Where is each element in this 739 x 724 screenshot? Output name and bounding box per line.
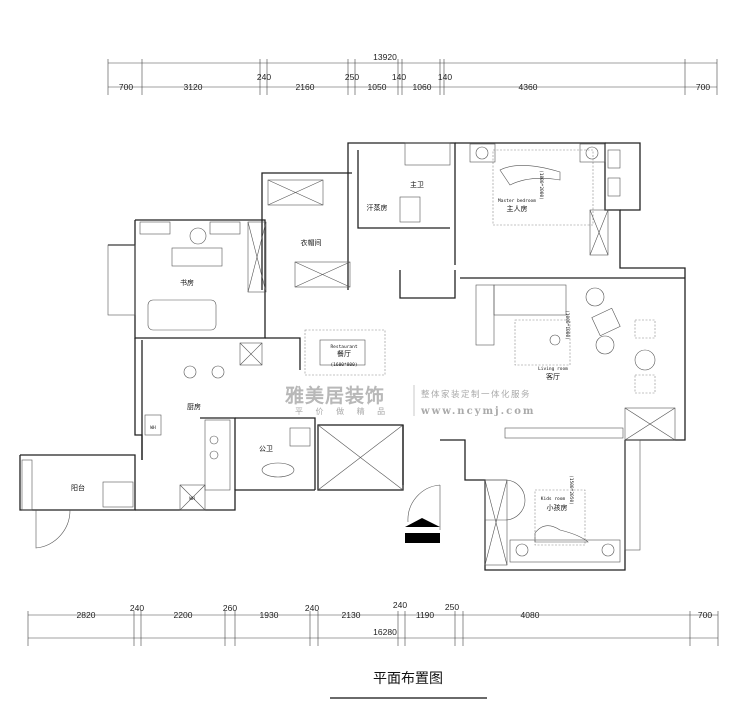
dimension-label: 700 — [119, 82, 133, 92]
room-label-study: 书房 — [180, 278, 194, 287]
watermark: 雅美居装饰 平 价 做 精 品 整体家装定制一体化服务 www.ncymj.co… — [285, 384, 536, 417]
dimension-label: 140 — [438, 72, 452, 82]
dimension-label: 250 — [445, 602, 459, 612]
dimension-label: 2160 — [296, 82, 315, 92]
room-label-sauna: 汗蒸房 — [367, 203, 388, 212]
dimension-label: 240 — [257, 72, 271, 82]
dimension-label: 240 — [393, 600, 407, 610]
table-size: (1600*800) — [330, 362, 357, 368]
dimension-label: 700 — [698, 610, 712, 620]
room-label-kids: 小孩房 — [547, 503, 568, 512]
dimension-label: 700 — [696, 82, 710, 92]
room-label-restaurant: 餐厅 — [337, 349, 351, 358]
room-label-master-bath: 主卫 — [410, 180, 424, 189]
dimension-label: 2130 — [342, 610, 361, 620]
top-dimension-line: 700 3120 240 2160 250 1050 140 1060 140 4360 700 — [107, 59, 718, 95]
rug-size: (1000*1000) — [564, 310, 570, 340]
entry-arrow-icon — [405, 518, 440, 543]
room-label-master-bedroom-en: Master bedroom — [498, 198, 536, 204]
top-total-dimension: 13920 — [373, 52, 397, 62]
furniture — [102, 142, 656, 563]
room-label-restaurant-en: Restaurant — [330, 344, 357, 350]
dimension-label: 2820 — [77, 610, 96, 620]
dimension-label: 1060 — [413, 82, 432, 92]
watermark-brand: 雅美居装饰 — [285, 384, 385, 407]
dimension-label: 240 — [130, 603, 144, 613]
drawing-title: 平面布置图 — [373, 671, 443, 687]
walls — [19, 142, 686, 571]
dimension-label: 140 — [392, 72, 406, 82]
dimension-label: 1050 — [368, 82, 387, 92]
dimension-label: 2200 — [174, 610, 193, 620]
room-label-wardrobe: 衣帽间 — [301, 238, 322, 247]
dimension-label: 3120 — [184, 82, 203, 92]
watermark-service: 整体家装定制一体化服务 — [421, 389, 531, 400]
room-label-balcony: 阳台 — [71, 483, 85, 492]
watermark-url: www.ncymj.com — [420, 406, 536, 417]
room-label-master-bedroom: 主人房 — [507, 204, 528, 213]
bottom-dimension-line: 2820 240 2200 260 1930 240 2130 240 1190 250 4080 7… — [27, 600, 719, 646]
kids-bed-size: (1500*2050) — [568, 475, 574, 505]
room-label-public-bath: 公卫 — [259, 445, 273, 453]
dimension-label: 1190 — [416, 610, 435, 620]
watermark-slogan: 平 价 做 精 品 — [295, 406, 390, 416]
master-bed-size: (1800*2000) — [538, 170, 544, 200]
bottom-total-dimension: 16280 — [373, 627, 397, 637]
dimension-label: 4080 — [521, 610, 540, 620]
room-label-living: 客厅 — [546, 372, 560, 381]
room-label-kitchen: 厨房 — [187, 402, 201, 411]
water-heater-label: WH — [150, 425, 156, 431]
dimension-label: 240 — [305, 603, 319, 613]
dimension-label: 260 — [223, 603, 237, 613]
room-label-living-en: Living room — [538, 366, 568, 372]
room-label-kids-en: Kids room — [541, 496, 566, 502]
dimension-label: 250 — [345, 72, 359, 82]
dimension-label: 1930 — [260, 610, 279, 620]
dimension-label: 4360 — [519, 82, 538, 92]
water-heater-label-2: WH — [189, 496, 195, 502]
